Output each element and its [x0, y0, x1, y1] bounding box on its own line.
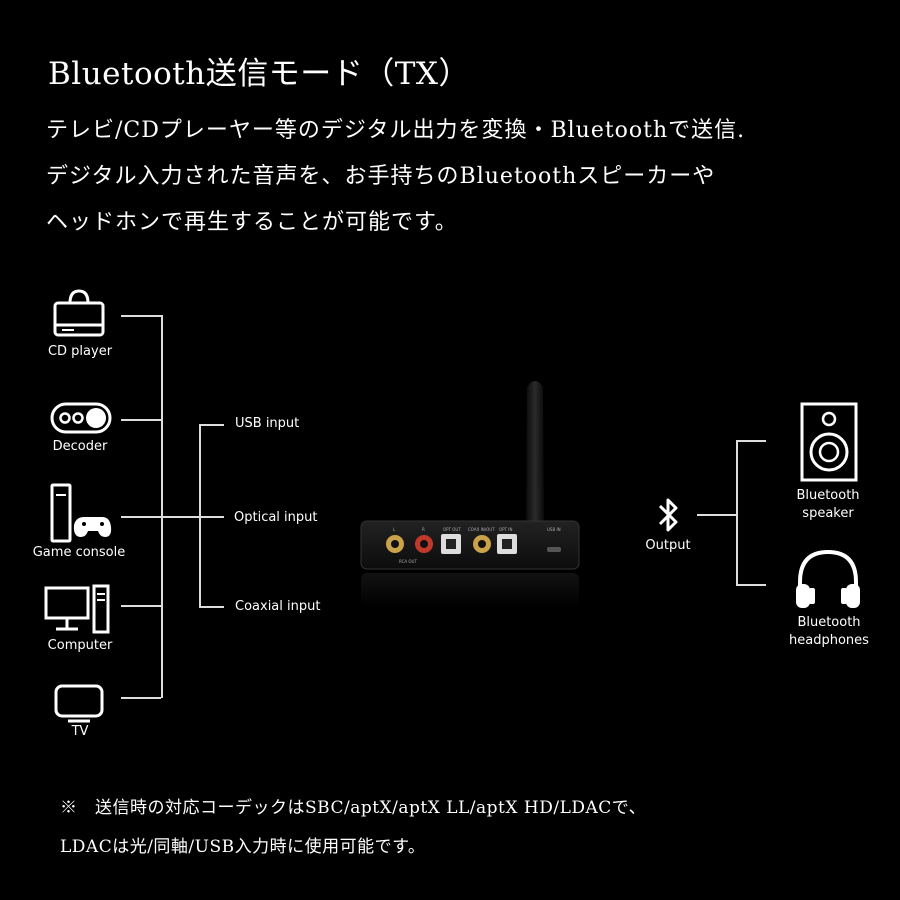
input-label-coaxial: Coaxial input	[235, 599, 321, 614]
connector-line	[121, 315, 161, 317]
source-label-cd-player: CD player	[47, 344, 113, 359]
port-label-coax: COAX IN/OUT	[468, 527, 495, 532]
target-label-speaker-2: speaker	[802, 506, 854, 521]
port-label-opt-out: OPT OUT	[443, 527, 461, 532]
connector-line	[121, 516, 161, 518]
description-line-2: デジタル入力された音声を、お手持ちのBluetoothスピーカーや	[46, 164, 716, 189]
source-label-decoder: Decoder	[52, 439, 108, 454]
connector-line	[199, 424, 224, 426]
decoder-icon	[50, 402, 112, 434]
rca-out-label: RCA OUT	[399, 559, 417, 564]
bluetooth-icon	[658, 498, 678, 532]
codec-note-line-1: ※ 送信時の対応コーデックはSBC/aptX/aptX LL/aptX HD/L…	[60, 798, 647, 818]
port-label-opt-in: OPT IN	[499, 527, 512, 532]
source-label-computer: Computer	[47, 638, 113, 653]
connector-line	[121, 605, 161, 607]
port-label-l: L	[393, 527, 396, 532]
tv-icon	[54, 684, 104, 723]
speaker-icon	[800, 402, 858, 482]
port-label-r: R	[422, 527, 425, 532]
source-label-game-console: Game console	[32, 545, 126, 560]
connector-line	[697, 514, 737, 516]
source-label-tv: TV	[71, 724, 89, 739]
bracket-line	[736, 440, 738, 585]
connector-line	[199, 516, 224, 518]
antenna	[526, 381, 544, 525]
cd-player-icon	[53, 289, 105, 337]
input-label-optical: Optical input	[234, 510, 318, 525]
computer-icon	[44, 584, 110, 634]
target-label-headphones-1: Bluetooth	[797, 615, 861, 630]
port-label-usb-in: USB IN	[547, 527, 561, 532]
output-label: Output	[645, 538, 691, 553]
connector-line	[121, 419, 161, 421]
bracket-line	[161, 315, 163, 698]
connector-line	[161, 516, 199, 518]
page-title: Bluetooth送信モード（TX）	[48, 56, 470, 92]
bluetooth-transmitter-device: L R OPT OUT COAX IN/OUT OPT IN USB IN RC…	[360, 381, 580, 607]
description-line-3: ヘッドホンで再生することが可能です。	[46, 210, 458, 235]
game-console-icon	[50, 483, 112, 543]
connector-line	[199, 606, 224, 608]
headphones-icon	[796, 549, 860, 608]
target-label-speaker-1: Bluetooth	[796, 488, 860, 503]
connector-line	[736, 440, 766, 442]
target-label-headphones-2: headphones	[789, 633, 869, 648]
bracket-line	[199, 424, 201, 607]
description-line-1: テレビ/CDプレーヤー等のデジタル出力を変換・Bluetoothで送信.	[46, 118, 746, 143]
codec-note-line-2: LDACは光/同軸/USB入力時に使用可能です。	[60, 837, 426, 857]
connector-line	[736, 584, 766, 586]
connector-line	[121, 697, 161, 699]
input-label-usb: USB input	[235, 416, 300, 431]
